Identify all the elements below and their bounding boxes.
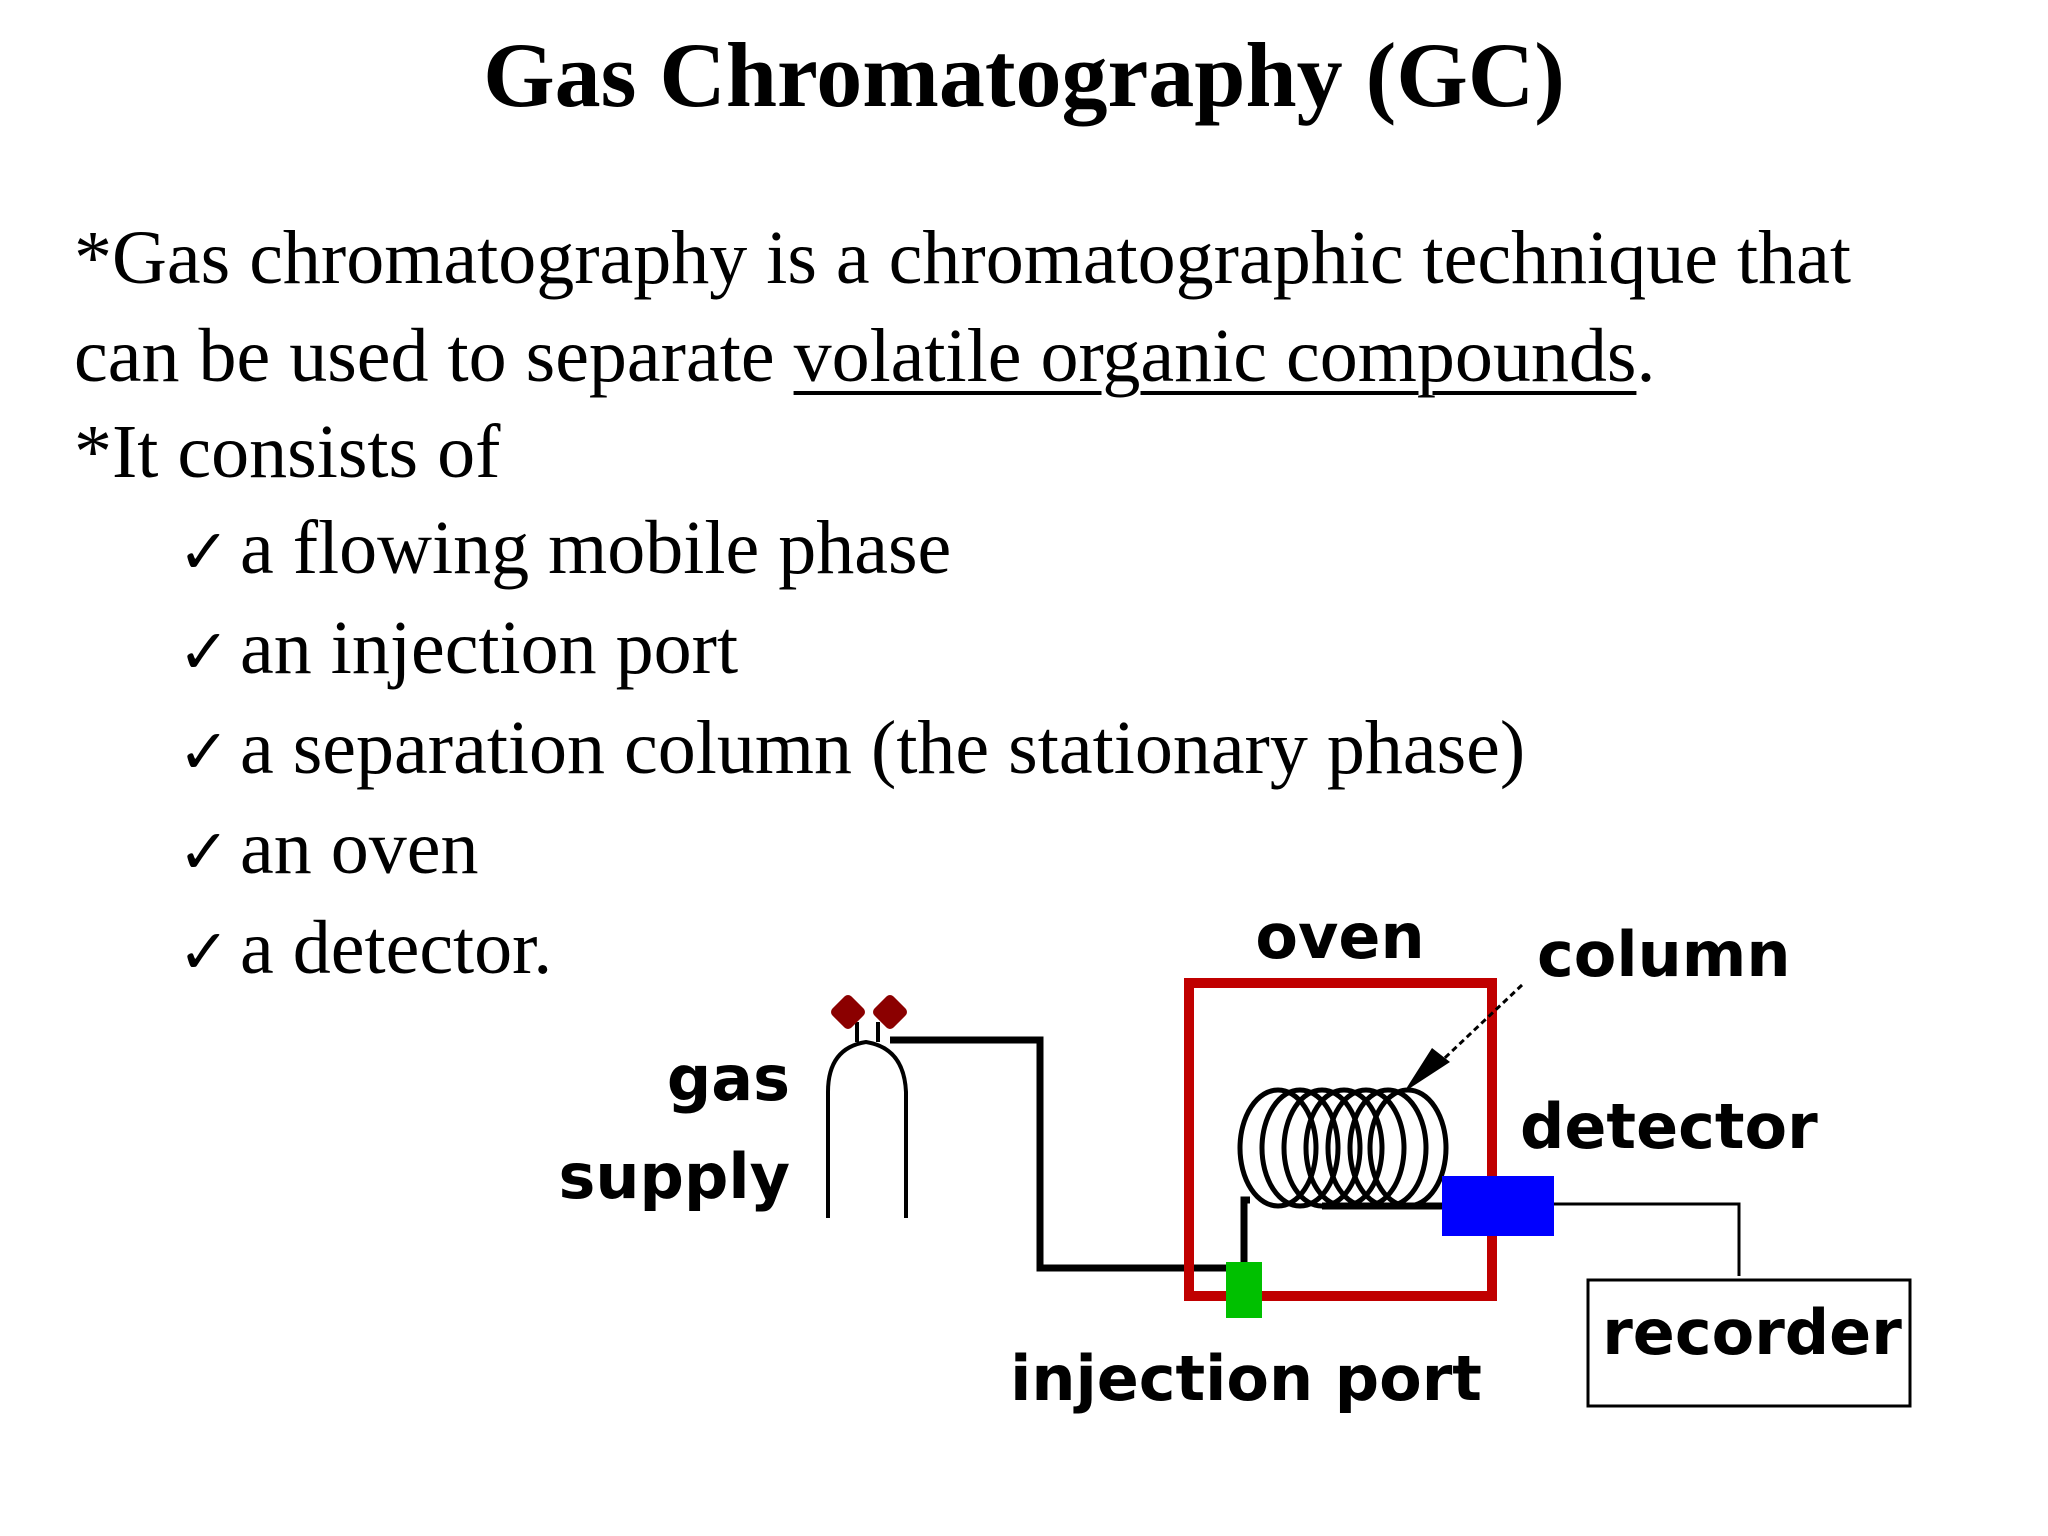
detector-block (1442, 1176, 1554, 1236)
recorder-box (1586, 1278, 1912, 1408)
component-item: ✓a flowing mobile phase (178, 500, 1525, 600)
component-label: a separation column (the stationary phas… (240, 706, 1526, 790)
column-coil (1237, 1087, 1449, 1209)
component-label: a flowing mobile phase (240, 506, 952, 590)
checkmark-icon: ✓ (178, 915, 230, 988)
injection-port-label: injection port (1010, 1342, 1482, 1415)
component-label: an oven (240, 806, 479, 890)
supply-label: supply (559, 1140, 790, 1213)
checkmark-icon: ✓ (178, 515, 230, 588)
column-label: column (1537, 918, 1790, 991)
component-item: ✓an oven (178, 800, 1525, 900)
component-label: a detector. (240, 906, 553, 990)
intro-line-2-suffix: . (1636, 314, 1656, 398)
gas-cylinder (826, 1022, 908, 1218)
component-list: ✓a flowing mobile phase ✓an injection po… (178, 500, 1525, 1000)
column-pointer-arrow (1404, 983, 1524, 1092)
gas-label: gas (667, 1042, 790, 1115)
checkmark-icon: ✓ (178, 615, 230, 688)
intro-line-1: *Gas chromatography is a chromatographic… (74, 216, 1851, 300)
component-item: ✓a detector. (178, 900, 1525, 1000)
valve-knob-icon (831, 995, 907, 1029)
oven-label: oven (1255, 900, 1424, 973)
checkmark-icon: ✓ (178, 715, 230, 788)
component-item: ✓a separation column (the stationary pha… (178, 700, 1525, 800)
oven-frame (1184, 978, 1497, 1301)
detector-label: detector (1520, 1090, 1818, 1163)
slide-title: Gas Chromatography (GC) (483, 24, 1565, 126)
recorder-label: recorder (1602, 1296, 1902, 1369)
intro-line-2: can be used to separate volatile organic… (74, 308, 1655, 404)
component-item: ✓an injection port (178, 600, 1525, 700)
component-label: an injection port (240, 606, 739, 690)
column-inlet-tubing (1240, 1196, 1250, 1262)
intro-line-2-prefix: can be used to separate (74, 314, 794, 398)
gas-supply-tubing (890, 1036, 1228, 1272)
volatile-organic-compounds-text: volatile organic compounds (793, 314, 1637, 398)
recorder-wire (1554, 1202, 1741, 1276)
injection-port-block (1226, 1262, 1262, 1318)
intro-line-3: *It consists of (74, 410, 501, 494)
checkmark-icon: ✓ (178, 815, 230, 888)
